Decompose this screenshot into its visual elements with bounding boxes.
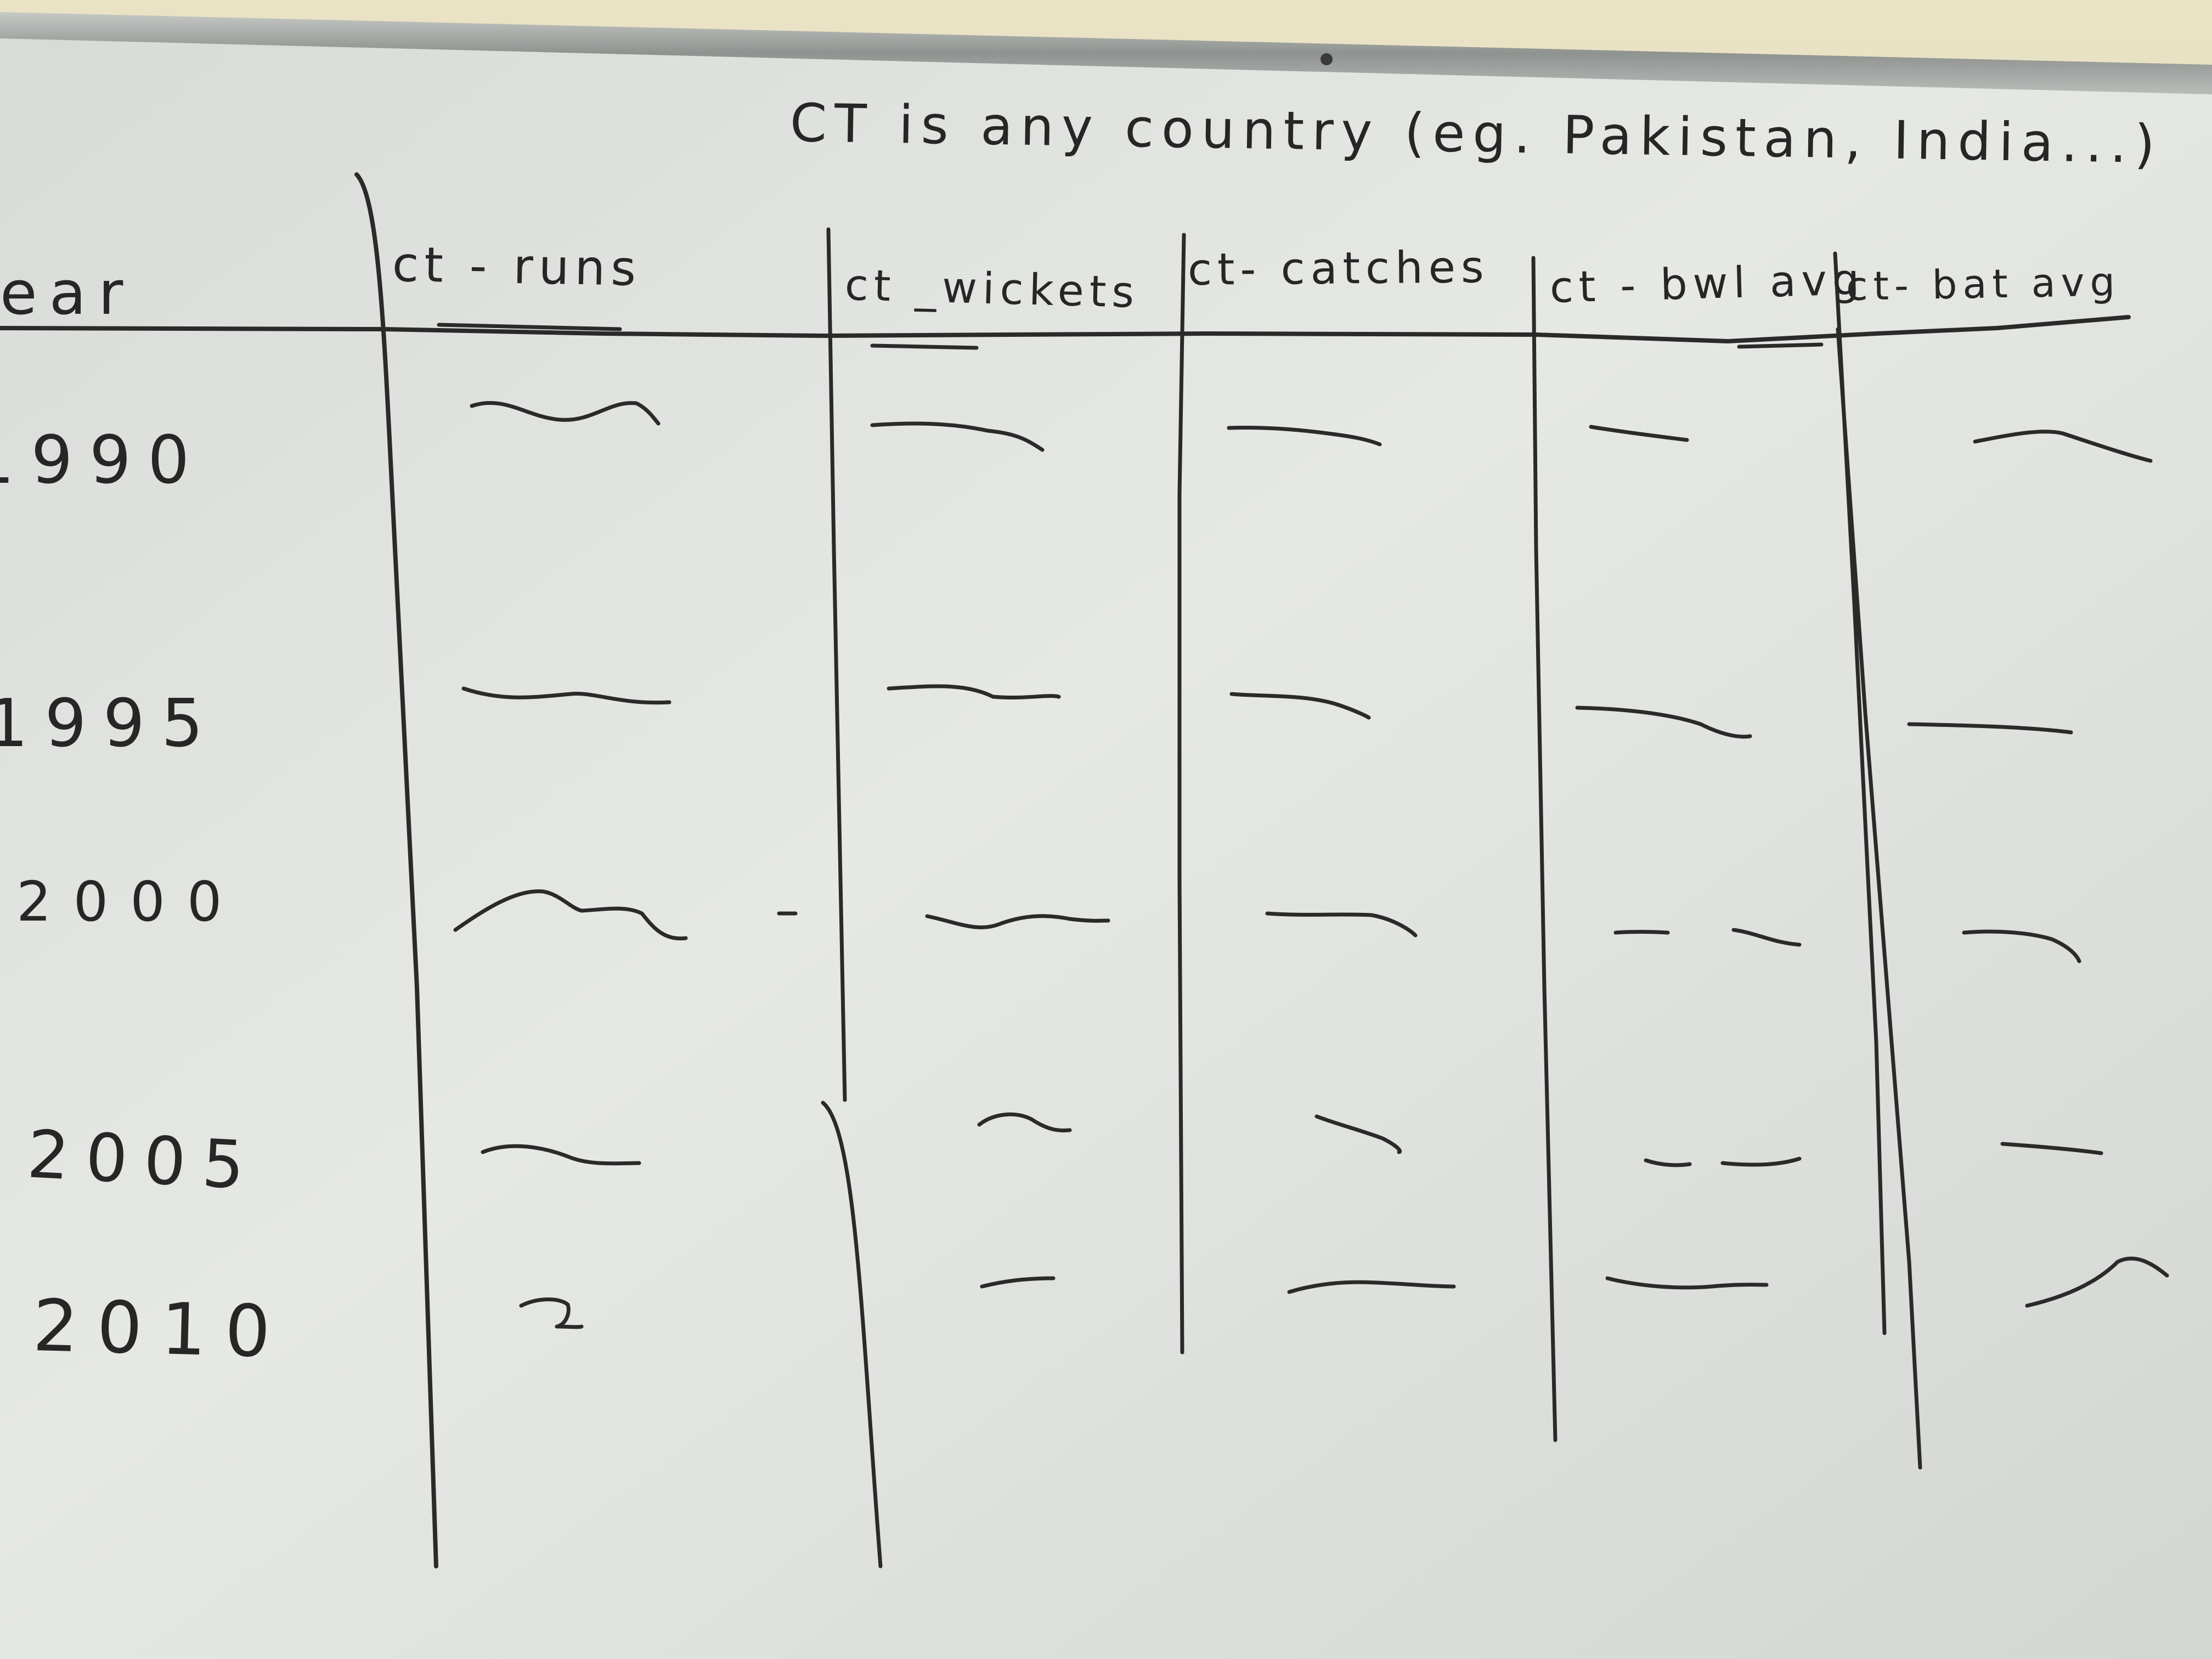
placeholder-mark [1907,722,2073,735]
placeholder-mark [977,1112,1072,1133]
whiteboard-frame [0,12,2212,94]
placeholder-mark [1605,1276,1769,1290]
col-divider-2 [821,227,883,1568]
row-year-1995: 1995 [0,686,220,762]
placeholder-mark [980,1276,1056,1289]
placeholder-mark [1229,692,1371,720]
whiteboard-surface [0,33,2212,1659]
placeholder-mark [887,684,1061,699]
col-header-bwl-avg: ct - bwl avg [1549,255,1866,313]
col-header-catches: ct- catches [1187,241,1489,295]
col-divider-3 [1177,233,1186,1355]
placeholder-mark [2025,1256,2169,1308]
placeholder-mark [470,400,661,426]
placeholder-mark [1575,706,1752,739]
placeholder-mark [519,1297,584,1329]
placeholder-mark [1589,425,1689,442]
placeholder-mark [1227,426,1382,447]
placeholder-mark [2000,1142,2103,1155]
row-year-2010: 2010 [32,1284,290,1374]
placeholder-mark [481,1144,641,1166]
placeholder-mark [1314,1114,1402,1154]
placeholder-mark [453,889,688,941]
placeholder-mark [1613,928,1802,947]
placeholder-mark [1644,1156,1802,1167]
placeholder-mark [1265,911,1418,938]
placeholder-mark [1287,1280,1456,1294]
placeholder-mark [870,421,1045,452]
col-divider-1 [354,172,438,1568]
placeholder-mark [1973,430,2153,463]
placeholder-marks [453,400,2169,1329]
placeholder-mark [1962,929,2081,963]
row-year-1990: 1990 [0,422,206,499]
header-underline [437,323,1824,350]
header-rule [0,315,2131,343]
col-header-bat-avg: ct- bat avg [1846,258,2121,309]
row-year-2000: 2000 [16,870,244,934]
col-header-wickets: ct _wickets [844,261,1141,318]
placeholder-mark [925,914,1110,929]
col-header-runs: ct - runs [392,236,642,297]
col-divider-5 [1833,251,1922,1470]
placeholder-mark [461,686,672,705]
col-divider-4 [1531,256,1558,1442]
row-year-2005: 2005 [25,1116,263,1205]
frame-screw [1321,53,1333,65]
col-header-year: ear [0,258,136,328]
